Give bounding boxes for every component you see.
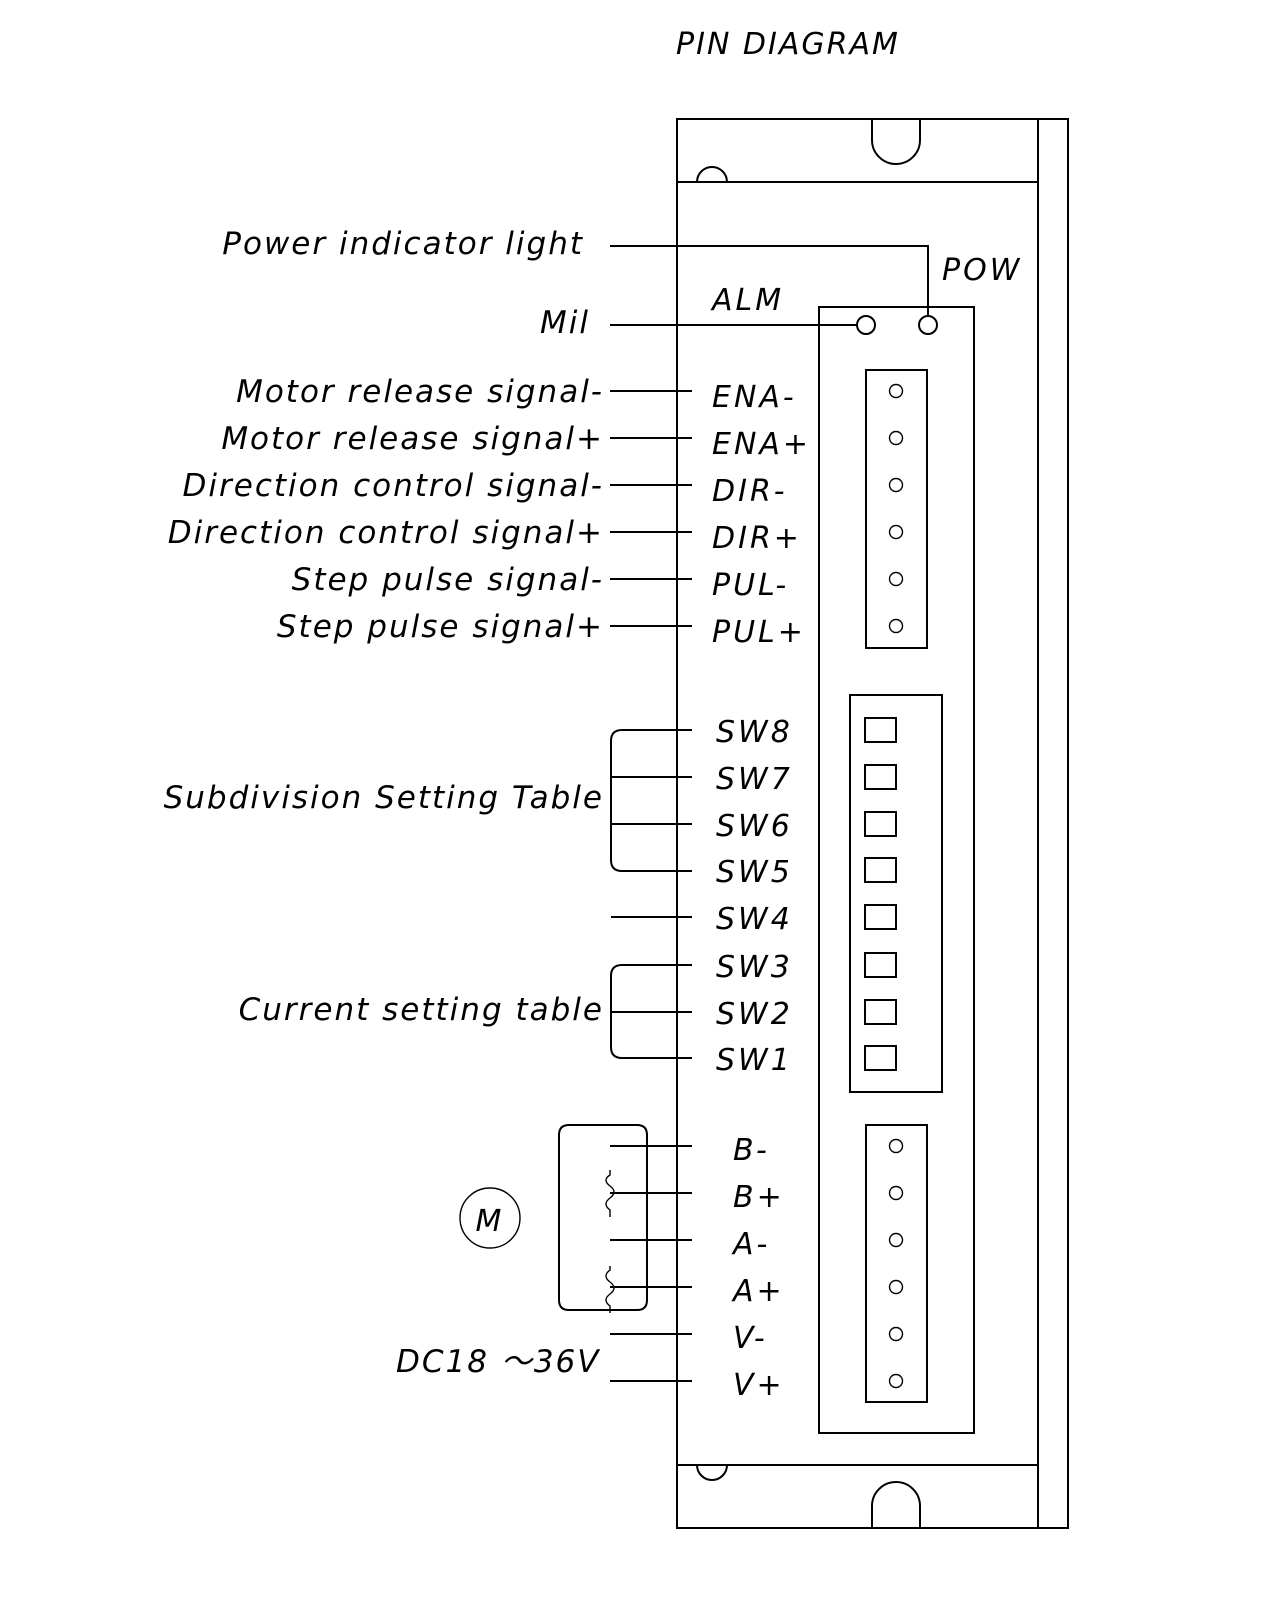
power-pin-label: V+ <box>733 1368 785 1403</box>
dip-switch[interactable] <box>864 811 897 837</box>
driver-housing <box>676 118 1069 1529</box>
inner-panel <box>818 306 975 1434</box>
motor-wiring-box <box>558 1124 648 1311</box>
power-led-icon <box>918 315 938 335</box>
dip-switch[interactable] <box>864 764 897 790</box>
dip-switch-label: SW1 <box>716 1043 793 1078</box>
signal-terminal-block <box>865 369 928 649</box>
motor-pin-label: B+ <box>733 1180 785 1215</box>
pow-pin-label: POW <box>942 253 1022 288</box>
terminal-hole-icon <box>888 477 904 493</box>
dip-switch-label: SW7 <box>716 762 793 797</box>
dip-switch[interactable] <box>864 952 897 978</box>
signal-pin-label: PUL- <box>712 568 789 603</box>
dip-switch[interactable] <box>864 999 897 1025</box>
current-table-label: Current setting table <box>239 992 604 1028</box>
signal-terminal-section: Motor release signal- ENA- Motor release s… <box>168 369 928 650</box>
top-small-notch <box>696 166 728 183</box>
terminal-hole-icon <box>888 571 904 587</box>
subdivision-bracket <box>610 729 692 872</box>
signal-description: Motor release signal- <box>236 374 604 410</box>
power-indicator-leader <box>610 245 929 316</box>
dip-switch[interactable] <box>864 1045 897 1071</box>
terminal-hole-icon <box>888 1373 904 1389</box>
bottom-small-notch <box>696 1464 728 1481</box>
signal-description: Step pulse signal- <box>292 562 604 598</box>
signal-pin-label: PUL+ <box>712 615 806 650</box>
motor-pin-label: B- <box>733 1133 770 1168</box>
signal-pin-label: DIR+ <box>712 521 802 556</box>
terminal-hole-icon <box>888 1279 904 1295</box>
coil-a-icon <box>605 1266 615 1313</box>
power-pin-label: V- <box>733 1321 768 1356</box>
alarm-led-icon <box>856 315 876 335</box>
motor-symbol-icon <box>459 1187 521 1249</box>
signal-pin-label: ENA- <box>712 380 797 415</box>
signal-description: Motor release signal+ <box>221 421 604 457</box>
diagram-title: PIN DIAGRAM <box>676 27 900 62</box>
dip-switch-label: SW2 <box>716 997 793 1032</box>
alm-pin-label: ALM <box>710 283 784 318</box>
motor-symbol-label: M <box>476 1204 505 1239</box>
power-supply-label: DC18 ～36V <box>396 1344 601 1380</box>
terminal-hole-icon <box>888 383 904 399</box>
motor-pin-label: A- <box>731 1227 770 1262</box>
terminal-hole-icon <box>888 1326 904 1342</box>
dip-switch-block <box>849 694 943 1093</box>
dip-switch-section: Subdivision Setting Table Current settin… <box>164 694 943 1093</box>
terminal-hole-icon <box>888 430 904 446</box>
signal-pin-label: DIR- <box>712 474 788 509</box>
dip-switch-label: SW5 <box>716 855 793 890</box>
terminal-hole-icon <box>888 1232 904 1248</box>
top-mounting-slot <box>871 119 921 165</box>
signal-description: Direction control signal- <box>183 468 604 504</box>
bottom-mounting-slot <box>871 1481 921 1528</box>
terminal-hole-icon <box>888 1138 904 1154</box>
terminal-hole-icon <box>888 618 904 634</box>
dip-switch-label: SW6 <box>716 809 793 844</box>
dip-switch[interactable] <box>864 904 897 930</box>
motor-pin-label: A+ <box>731 1274 785 1309</box>
dip-switch[interactable] <box>864 857 897 883</box>
dip-switch-label: SW3 <box>716 950 793 985</box>
dip-switch-label: SW8 <box>716 715 793 750</box>
terminal-hole-icon <box>888 1185 904 1201</box>
signal-description: Direction control signal+ <box>168 515 604 551</box>
signal-pin-label: ENA+ <box>712 427 811 462</box>
dip-switch-label: SW4 <box>716 902 793 937</box>
signal-description: Step pulse signal+ <box>277 609 604 645</box>
subdivision-table-label: Subdivision Setting Table <box>164 780 604 816</box>
indicator-section: Power indicator light POW Mil ALM <box>222 226 1022 341</box>
dip-switch[interactable] <box>864 717 897 743</box>
motor-power-terminal-block <box>865 1124 928 1403</box>
power-indicator-label: Power indicator light <box>222 226 584 262</box>
motor-power-terminal-section: M DC18 ～36V B- B+ A- A+ V- V+ <box>396 1124 928 1403</box>
terminal-hole-icon <box>888 524 904 540</box>
alarm-indicator-label: Mil <box>540 305 590 341</box>
